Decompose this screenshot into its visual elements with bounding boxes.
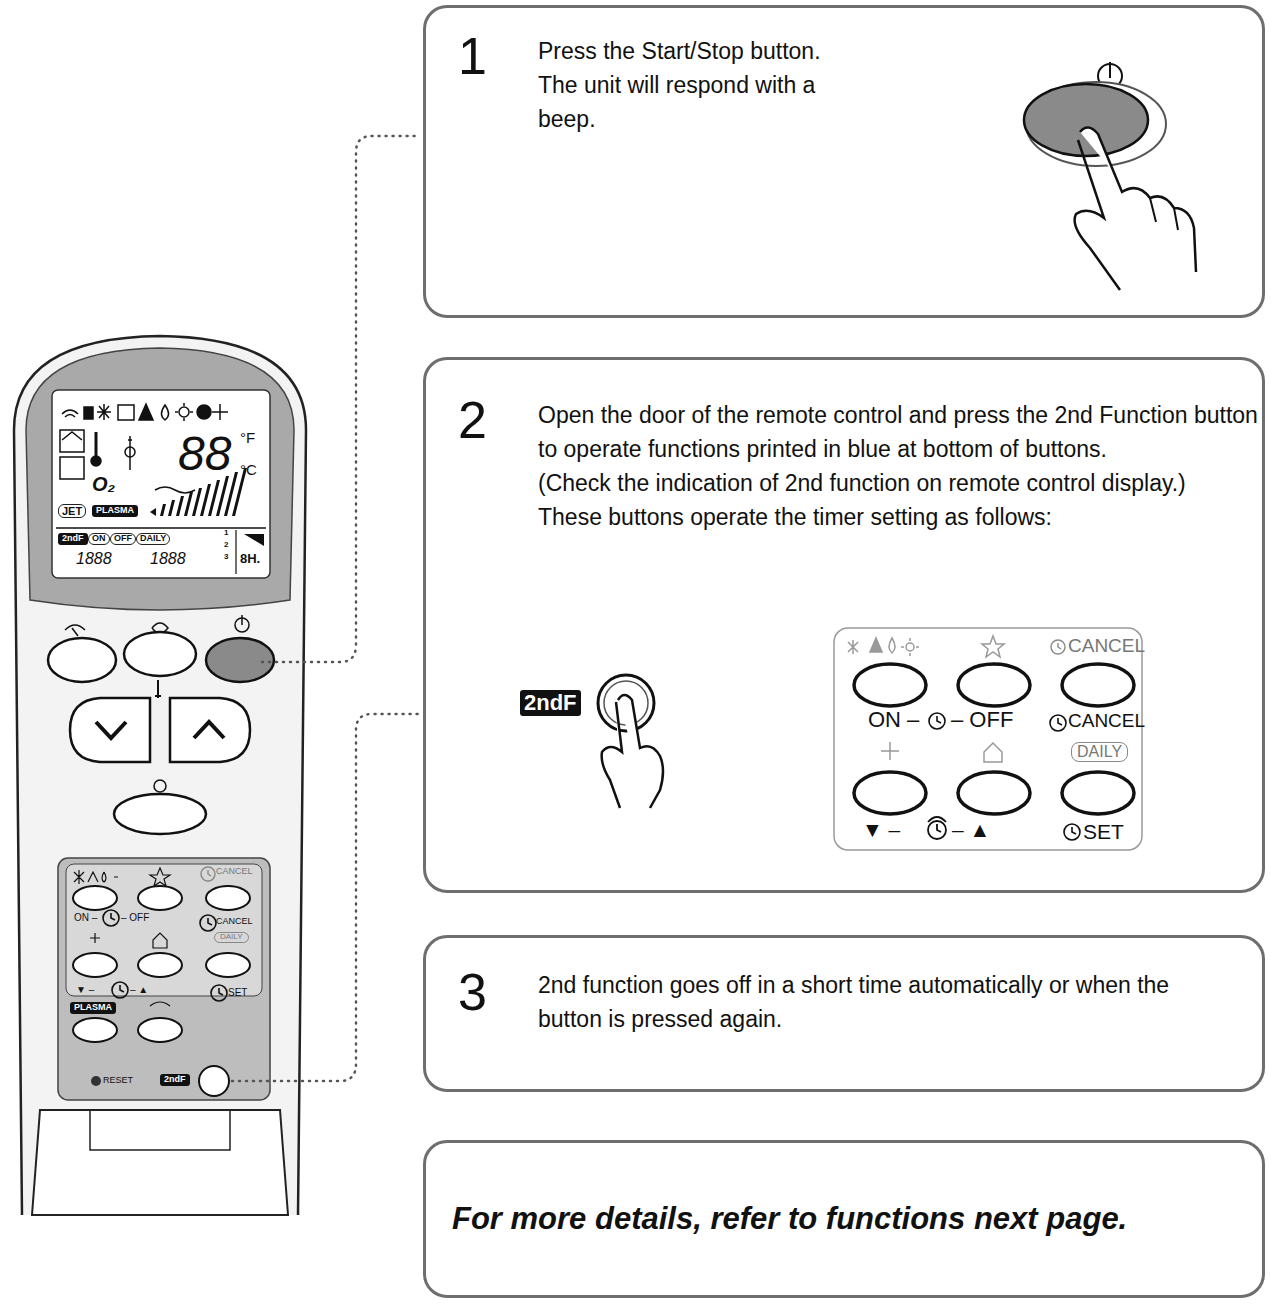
button-name: ON – xyxy=(74,912,97,923)
step-panel: 1 Press the Start/Stop button. The unit w… xyxy=(423,5,1265,318)
button-name: ▼ – xyxy=(76,984,94,995)
step-text: 2nd function goes off in a short time au… xyxy=(538,968,1228,1036)
display-digits: 1888 xyxy=(76,550,112,568)
button-name: RESET xyxy=(103,1076,133,1086)
step-text: These buttons operate the timer setting … xyxy=(538,500,1268,534)
button-name: DAILY xyxy=(1071,742,1128,762)
button-name: SET xyxy=(1083,820,1124,843)
remote-control xyxy=(14,336,306,1215)
display-digits: 1888 xyxy=(150,550,186,568)
step-text: Open the door of the remote control and … xyxy=(538,398,1268,466)
display-unit: °F xyxy=(240,430,255,447)
timer-button-grid xyxy=(834,628,1142,850)
button-name: ON – xyxy=(868,708,919,732)
button-name: – OFF xyxy=(951,708,1013,732)
button-name: 2ndF xyxy=(160,1074,190,1086)
step-number: 1 xyxy=(458,30,487,82)
display-digits: 88 xyxy=(178,428,231,481)
second-function-button-illustration xyxy=(598,675,663,808)
text-column: 2nd function goes off in a short time au… xyxy=(538,968,1228,1036)
display-indicator: JET xyxy=(58,504,86,518)
step-number: 3 xyxy=(458,966,487,1018)
button-name: – ▲ xyxy=(130,984,148,995)
button-name: – OFF xyxy=(121,912,149,923)
text-column: Open the door of the remote control and … xyxy=(538,398,1268,534)
display-indicator: ON xyxy=(88,533,110,545)
button-name: 2ndF xyxy=(520,690,581,716)
button-name: – ▲ xyxy=(952,818,990,841)
button-name: CANCEL xyxy=(216,917,253,927)
button-name: SET xyxy=(228,987,247,998)
button-name: CANCEL xyxy=(216,867,253,877)
button-name: DAILY xyxy=(214,932,249,943)
step-panel: 3 2nd function goes off in a short time a… xyxy=(423,935,1265,1092)
display-digits: 8H. xyxy=(240,552,260,566)
display-indicator: 3 xyxy=(224,553,228,562)
display-indicator: OFF xyxy=(110,533,136,545)
display-indicator: 1 xyxy=(224,529,228,538)
step-panel: 2 Open the door of the remote control and… xyxy=(423,357,1265,893)
note-panel: For more details, refer to functions nex… xyxy=(423,1140,1265,1298)
step-text: (Check the indication of 2nd function on… xyxy=(538,466,1268,500)
display-indicator: 2 xyxy=(224,541,228,550)
button-name: CANCEL xyxy=(1068,636,1145,657)
step-text: Press the Start/Stop button. The unit wi… xyxy=(538,34,858,136)
button-name: PLASMA xyxy=(70,1002,116,1014)
text-column: For more details, refer to functions nex… xyxy=(452,1199,1242,1239)
leader-line xyxy=(232,136,420,1081)
display-unit: °C xyxy=(240,462,257,479)
display-indicator: 2ndF xyxy=(58,533,88,545)
button-name: CANCEL xyxy=(1068,711,1145,732)
display-indicator: PLASMA xyxy=(92,505,138,517)
display-icon: O₂ xyxy=(92,473,115,495)
display-indicator: DAILY xyxy=(136,533,170,545)
step-number: 2 xyxy=(458,394,487,446)
note-text: For more details, refer to functions nex… xyxy=(452,1199,1242,1239)
text-column: Press the Start/Stop button. The unit wi… xyxy=(538,34,858,136)
button-name: ▼ – xyxy=(862,818,900,841)
start-button-illustration xyxy=(1024,62,1196,290)
